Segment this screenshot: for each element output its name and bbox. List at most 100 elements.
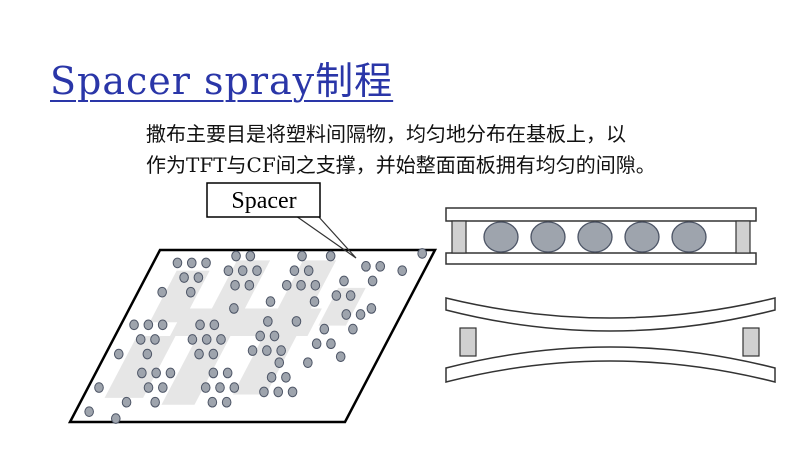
cell-spacer-ball: [624, 221, 660, 253]
bottom-glass-substrate: [445, 252, 757, 265]
spacer-particle: [150, 334, 160, 345]
spacer-particle: [137, 367, 147, 379]
spacer-particle: [319, 323, 330, 335]
spacer-particle: [193, 272, 204, 283]
spacer-particle: [111, 413, 121, 424]
spacer-callout: Spacer: [206, 182, 357, 259]
pattern-block: [170, 308, 322, 336]
spacer-particle: [252, 265, 262, 276]
spacer-particle: [207, 396, 218, 408]
description: 撒布主要目是将塑料间隔物，均匀地分布在基板上，以 作为TFT与CF间之支撑，并始…: [146, 119, 656, 181]
cell-spacer-ball: [671, 221, 707, 253]
spacer-particle: [179, 272, 189, 283]
spacer-particle: [296, 279, 306, 291]
spacer-particle: [143, 382, 154, 393]
spacer-particle: [186, 257, 197, 269]
spacer-particle: [208, 367, 219, 379]
spacer-particle: [339, 275, 349, 287]
spacer-particle: [266, 371, 277, 383]
cell-spacer-ball: [483, 221, 519, 253]
sealant-pillar-right: [735, 220, 751, 254]
substrate-panel: [67, 248, 438, 424]
spacer-particle: [94, 382, 104, 393]
spacer-particle: [150, 396, 160, 408]
pattern-block: [104, 336, 176, 398]
spacer-particle: [194, 348, 204, 360]
spacer-particle: [417, 248, 428, 259]
spacer-particle: [335, 351, 346, 362]
bent-pillar-left: [459, 327, 477, 357]
spacer-particle: [310, 279, 321, 291]
spacer-particle: [303, 265, 314, 276]
description-line-1: 撒布主要目是将塑料间隔物，均匀地分布在基板上，以: [146, 122, 626, 146]
bent-top-substrate: [445, 297, 776, 332]
spacer-particle: [157, 286, 167, 298]
spacer-particle: [348, 323, 358, 335]
spacer-particle: [281, 371, 291, 383]
spacer-particle: [287, 386, 298, 398]
spacer-particle: [345, 290, 356, 301]
spacer-particle: [263, 316, 273, 327]
spacer-particle: [185, 286, 196, 298]
pattern-block: [270, 260, 337, 323]
spacer-particle: [366, 303, 377, 314]
spacer-particle: [158, 382, 168, 393]
panel-pattern-blocks: [104, 260, 366, 405]
spacer-particle: [259, 386, 269, 398]
spacer-particle: [135, 334, 146, 345]
cell-spacer-ball: [577, 221, 613, 253]
spacer-particle: [245, 250, 256, 262]
spacer-particle: [375, 261, 386, 272]
flat-cell-cross-section: [445, 207, 757, 265]
spacer-particle: [209, 319, 220, 331]
spacer-particle: [397, 265, 408, 276]
spacer-particle: [244, 279, 255, 291]
spacer-particle: [367, 275, 378, 287]
spacer-particle: [222, 367, 233, 379]
callout-label: Spacer: [231, 188, 296, 214]
bent-bottom-substrate: [445, 346, 776, 383]
pattern-block: [204, 260, 271, 323]
top-glass-substrate: [445, 207, 757, 222]
bent-pillar-right: [742, 327, 760, 357]
spacer-particle: [289, 265, 300, 276]
spacer-particle: [273, 386, 284, 398]
callout-box: [206, 182, 321, 218]
spacer-particle: [201, 334, 212, 345]
spacer-particle: [223, 265, 234, 276]
spacer-particle: [291, 316, 302, 327]
spacer-particle: [151, 367, 161, 379]
pattern-block: [149, 270, 210, 323]
spacer-particle: [208, 348, 219, 360]
spacer-particle: [172, 257, 183, 269]
spacer-particle: [326, 338, 336, 350]
spacer-particle: [121, 396, 132, 408]
spacer-particle: [276, 345, 286, 356]
spacer-particle: [129, 319, 139, 331]
cell-spacers: [483, 221, 707, 253]
spacer-particle: [255, 330, 266, 342]
spacer-particle: [309, 296, 320, 307]
spacer-particle: [113, 348, 124, 360]
spacer-particle: [265, 296, 276, 307]
spacer-particle: [201, 257, 211, 269]
spacer-particle: [341, 309, 352, 320]
spacer-particle: [142, 348, 153, 360]
spacer-particle: [311, 338, 322, 350]
spacer-particle: [361, 261, 371, 272]
spacer-particle: [230, 279, 240, 291]
spacer-particle: [157, 319, 168, 331]
spacer-particle: [303, 357, 313, 368]
spacer-particle: [165, 367, 176, 379]
spacer-particle: [237, 265, 248, 276]
spacer-particle: [231, 250, 241, 262]
spacer-particle: [221, 396, 232, 408]
spacer-particle: [215, 382, 225, 393]
spacer-particle: [247, 345, 258, 356]
spacer-particles: [84, 248, 428, 424]
bent-cell-cross-section: [445, 297, 776, 383]
spacer-particle: [216, 334, 226, 345]
spacer-particle: [262, 345, 272, 356]
spacer-particle: [325, 250, 336, 262]
spacer-particle: [355, 309, 366, 320]
